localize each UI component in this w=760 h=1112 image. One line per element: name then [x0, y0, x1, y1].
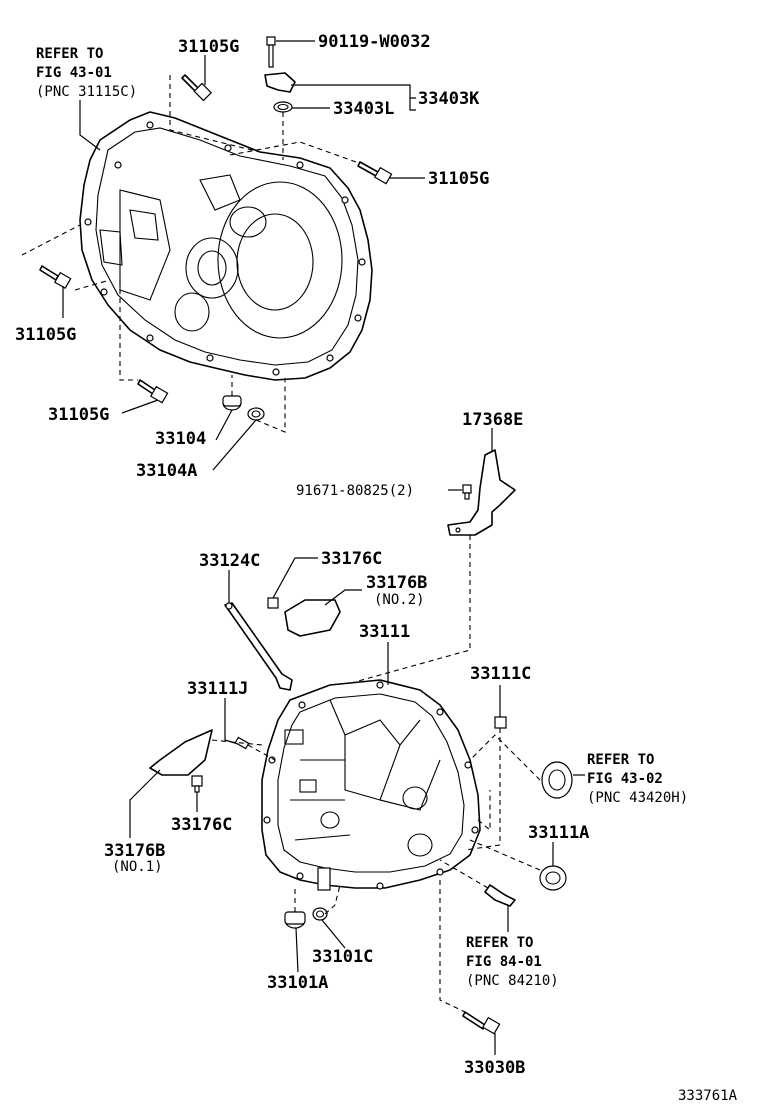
seal-33111a-illustration	[539, 865, 567, 891]
gasket-33101c-illustration	[312, 907, 328, 921]
plug-33104-illustration	[222, 395, 242, 411]
bolt-31105g-top-illustration	[181, 74, 213, 102]
ref-fig-43-02-line2: FIG 43-02	[587, 771, 663, 787]
leader-33101a	[295, 927, 299, 973]
ref-fig-43-02-line1: REFER TO	[587, 752, 654, 768]
sensor-33403k-illustration	[264, 72, 296, 93]
label-33111: 33111	[359, 622, 410, 642]
label-31105g-right: 31105G	[428, 169, 489, 189]
bolt-33030b-illustration	[462, 1011, 501, 1035]
bolt-33176c-bottom-illustration	[191, 775, 203, 793]
dash-right-bolt	[229, 141, 357, 163]
dash-left-bolt	[21, 224, 111, 291]
dash-bottom-bolt	[119, 280, 138, 381]
bolt-90119-illustration	[266, 36, 276, 68]
transaxle-case-illustration	[261, 679, 481, 891]
label-31105g-bottom: 31105G	[48, 405, 109, 425]
label-33111c: 33111C	[470, 664, 531, 684]
bolt-33111c-illustration	[494, 716, 507, 729]
label-33111j: 33111J	[187, 679, 248, 699]
bolt-33176c-top-illustration	[267, 597, 279, 609]
label-33030b: 33030B	[464, 1058, 525, 1078]
cover-33176b-bottom-illustration	[149, 729, 213, 776]
link-rod-33124c-illustration	[224, 602, 293, 691]
dash-sensor-lower	[439, 859, 489, 889]
label-17368e: 17368E	[462, 410, 523, 430]
leader-33176c-top	[272, 557, 318, 599]
bolt-31105g-left-illustration	[39, 265, 72, 290]
clutch-housing-illustration	[79, 111, 373, 381]
label-33104a: 33104A	[136, 461, 197, 481]
leader-33111j	[224, 698, 239, 745]
dash-33030b	[439, 880, 466, 1013]
label-90119-w0032: 90119-W0032	[318, 32, 431, 52]
ref-fig-43-02-line3: (PNC 43420H)	[587, 790, 688, 806]
oring-33403l-illustration	[273, 101, 293, 113]
label-33101a: 33101A	[267, 973, 328, 993]
ref-fig-43-01-line2: FIG 43-01	[36, 65, 112, 81]
seal-43-02-illustration	[541, 761, 573, 799]
dash-33111c	[464, 728, 501, 851]
dash-plug	[231, 375, 286, 433]
leader-33176b-bottom	[129, 769, 161, 838]
sensor-84-01-illustration	[484, 884, 516, 907]
bolt-31105g-bottom-illustration	[137, 379, 169, 404]
label-31105g-top: 31105G	[178, 37, 239, 57]
label-33403k: 33403K	[418, 89, 480, 109]
dash-seal-33111a	[469, 839, 541, 871]
label-33176b-top-note: (NO.2)	[374, 592, 425, 608]
dash-plug-lower	[294, 884, 341, 915]
label-31105g-left: 31105G	[15, 325, 76, 345]
leader-33403k	[291, 84, 416, 111]
ref-fig-43-01-line3: (PNC 31115C)	[36, 84, 137, 100]
leader-33104	[215, 409, 233, 441]
gasket-33104a-illustration	[247, 407, 265, 421]
bolt-91671-illustration	[462, 484, 472, 500]
label-33176b-bottom: 33176B	[104, 841, 165, 861]
label-33111a: 33111A	[528, 823, 589, 843]
dash-top-bolt	[169, 75, 261, 153]
label-33124c: 33124C	[199, 551, 260, 571]
dash-seal-43	[469, 734, 541, 781]
plug-33101a-illustration	[284, 911, 306, 929]
leader-33176b-top	[324, 589, 362, 606]
label-33176c-top: 33176C	[321, 549, 382, 569]
bracket-17368e-illustration	[447, 449, 516, 536]
label-33176b-top: 33176B	[366, 573, 427, 593]
cover-33176b-top-illustration	[284, 599, 341, 637]
dash-bracket	[289, 535, 471, 701]
leader-ref1	[79, 100, 101, 151]
ref-fig-43-01-line1: REFER TO	[36, 46, 103, 62]
bolt-31105g-right-illustration	[357, 161, 393, 185]
label-33104: 33104	[155, 429, 206, 449]
label-33176b-bottom-note: (NO.1)	[112, 859, 163, 875]
ref-fig-84-01-line1: REFER TO	[466, 935, 533, 951]
ref-fig-84-01-line2: FIG 84-01	[466, 954, 542, 970]
label-33101c: 33101C	[312, 947, 373, 967]
illustration-id: 333761A	[678, 1088, 738, 1104]
label-33403l: 33403L	[333, 99, 394, 119]
label-91671-80825: 91671-80825(2)	[296, 483, 414, 499]
leader-31105g-bottom	[121, 399, 159, 414]
ref-fig-84-01-line3: (PNC 84210)	[466, 973, 559, 989]
leader-33104a	[212, 419, 257, 471]
leader-33101c	[321, 919, 346, 949]
label-33176c-bottom: 33176C	[171, 815, 232, 835]
